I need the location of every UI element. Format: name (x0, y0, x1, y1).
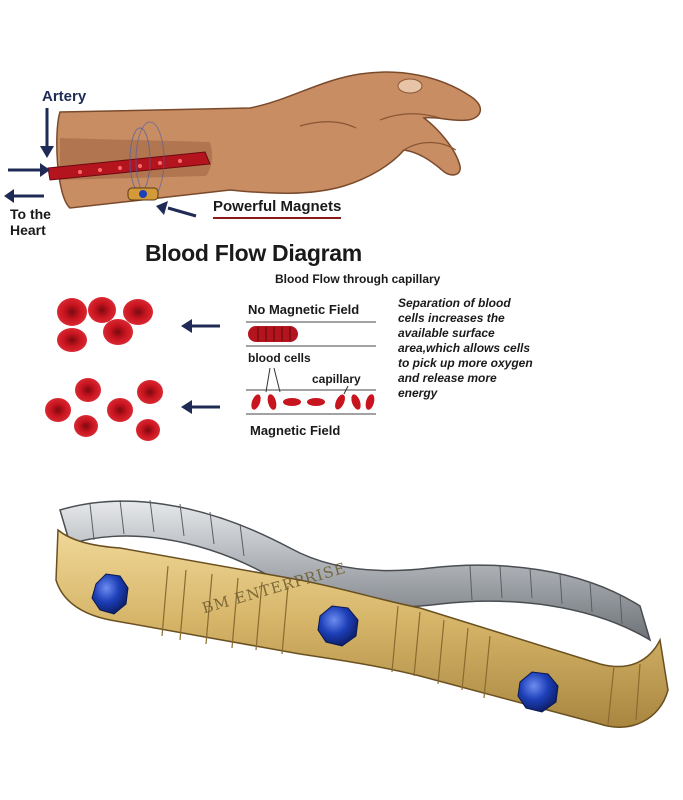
artery-vessel (47, 151, 211, 181)
hand-arrows (4, 108, 197, 218)
label-powerful-magnets: Powerful Magnets (213, 198, 342, 219)
label-magnetic-field: Magnetic Field (250, 423, 341, 438)
note-separation: Separation of blood cells increases the … (398, 296, 533, 400)
diagram-title: Blood Flow Diagram (145, 240, 362, 266)
label-artery: Artery (42, 88, 87, 105)
capillary-field (246, 367, 376, 415)
magnetic-bracelet-illustration (55, 499, 669, 728)
label-blood-cells: blood cells (248, 351, 311, 365)
gem-right (517, 671, 559, 713)
arrow-left-icon (4, 189, 14, 203)
finger-lines (299, 113, 457, 151)
capillary-no-field (246, 321, 376, 347)
cells-separated (45, 378, 163, 441)
label-to-the-heart: To the Heart (10, 206, 51, 238)
bracelet-front-band (55, 528, 669, 728)
label-no-magnetic-field: No Magnetic Field (248, 302, 360, 317)
gold-link-lines (161, 565, 641, 725)
gem-left (91, 573, 129, 615)
thumbnail (397, 78, 423, 94)
cells-clumped (57, 297, 153, 352)
diagram-subtitle: Blood Flow through capillary (275, 272, 441, 286)
arrow-right-icon (40, 163, 50, 177)
artery-cells (78, 159, 182, 174)
steel-link-lines (89, 499, 623, 625)
arrow-left-icon (181, 400, 192, 414)
arrow-left-icon (181, 319, 192, 333)
hand-illustration (47, 71, 481, 209)
gem-middle (317, 605, 359, 647)
cell-arrows (181, 319, 220, 414)
magnet-gem (139, 190, 147, 198)
label-capillary: capillary (312, 372, 361, 386)
